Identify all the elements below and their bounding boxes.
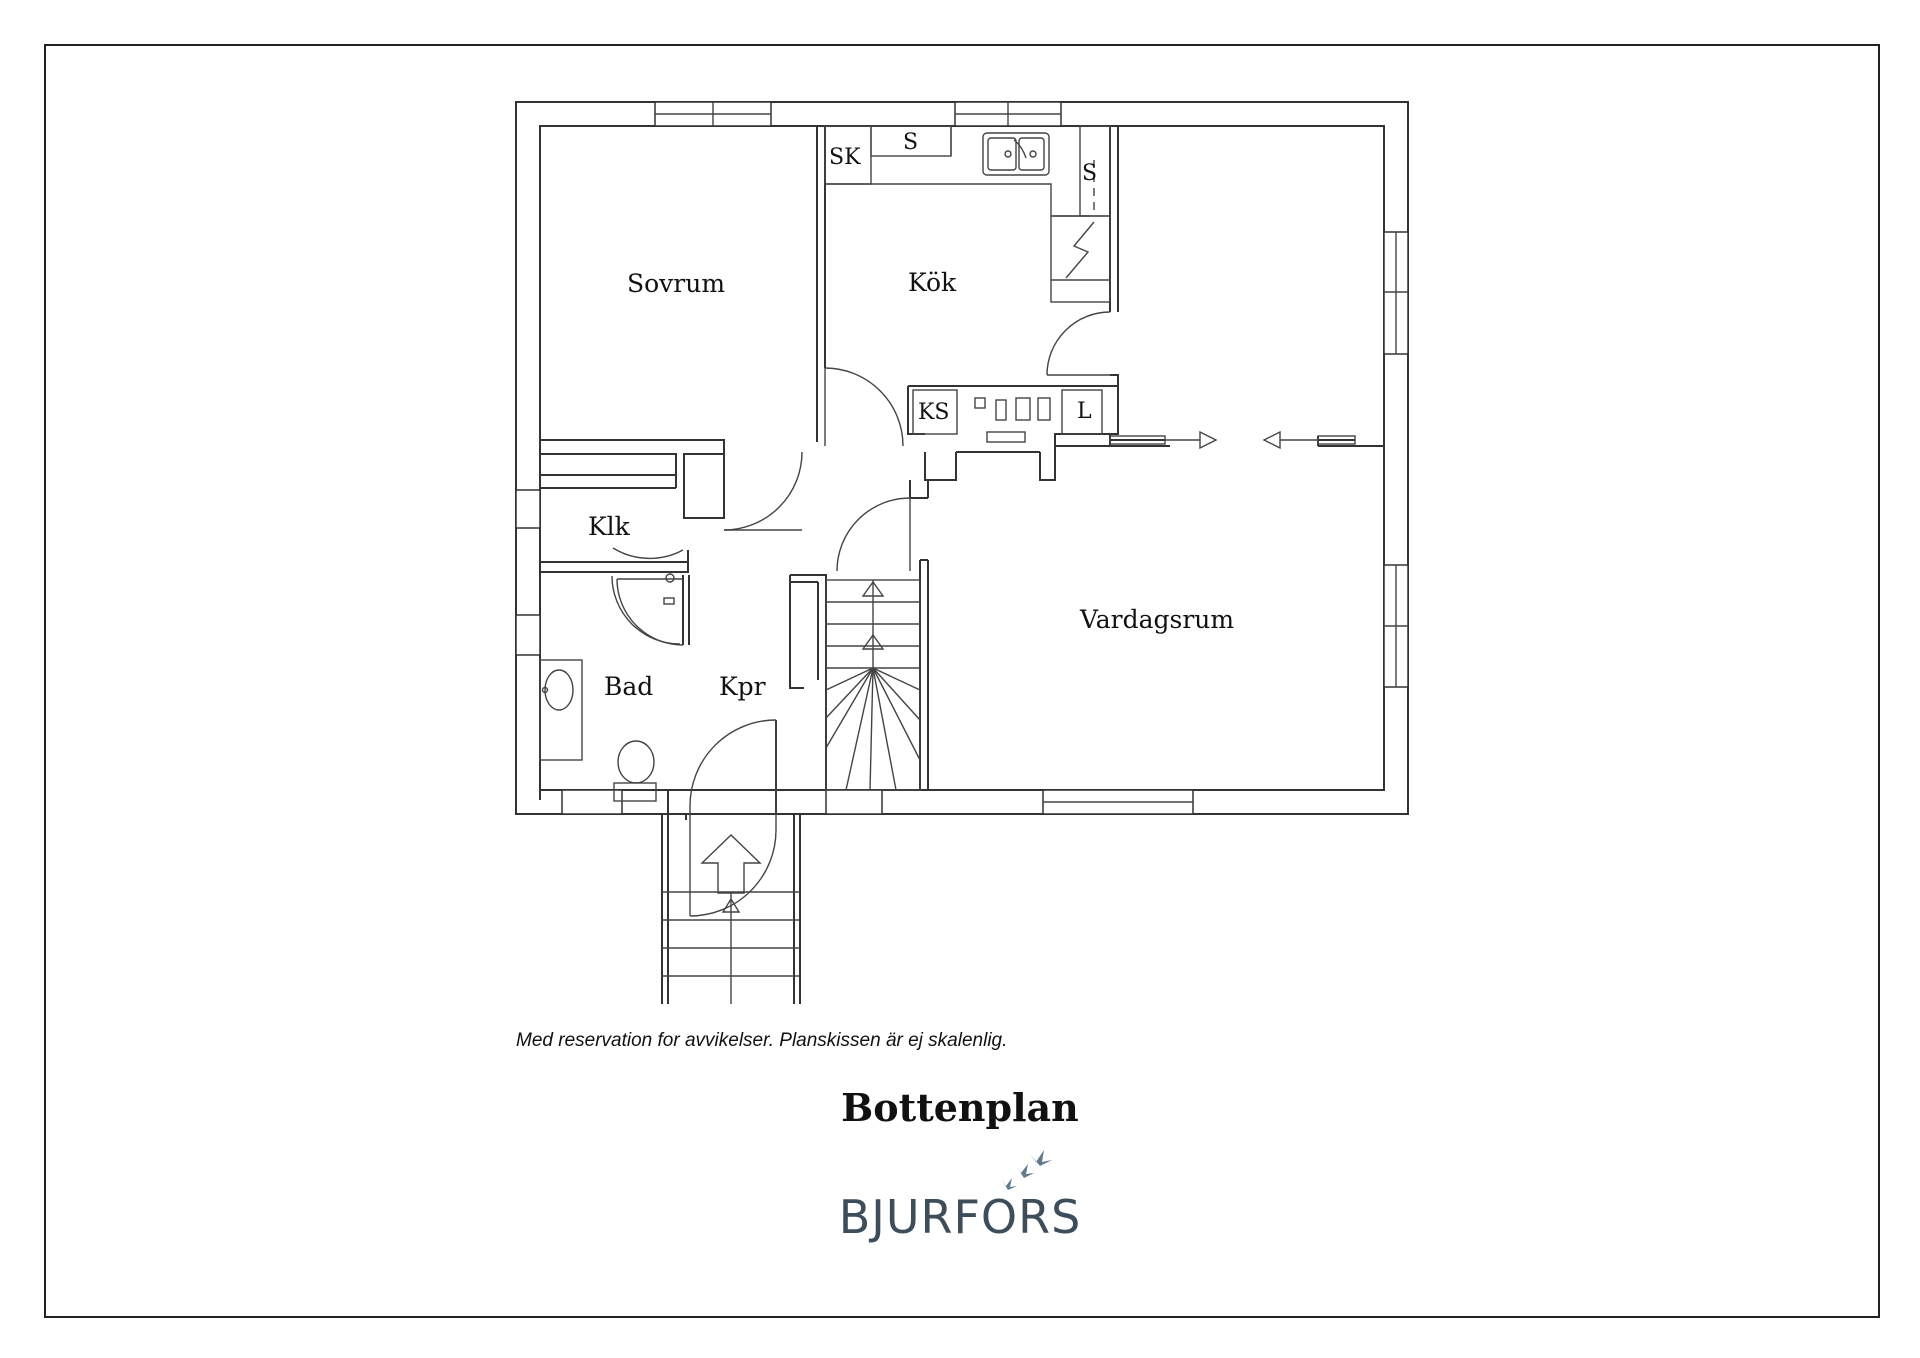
entrance-arrow-icon <box>700 834 762 913</box>
entrance-steps <box>662 891 800 1004</box>
sliding-door-arrows <box>1109 430 1356 450</box>
interior-stairs <box>825 579 921 791</box>
kitchen-counters <box>824 125 1111 443</box>
logo-birds-icon <box>1002 1150 1052 1190</box>
stove-icon <box>1065 221 1095 279</box>
label-bad: Bad <box>604 672 653 701</box>
bathroom-fixtures <box>539 573 681 802</box>
toilet-icon <box>613 740 657 802</box>
label-kpr: Kpr <box>719 672 766 701</box>
interior-walls <box>539 126 1384 1004</box>
label-vardagsrum: Vardagsrum <box>1079 605 1234 634</box>
label-s-right: S <box>1082 161 1097 186</box>
label-ks: KS <box>918 400 950 425</box>
brand-logo: BJURFORS <box>838 1190 1082 1244</box>
label-sk: SK <box>829 145 861 170</box>
disclaimer-text: Med reservation for avvikelser. Planskis… <box>516 1030 1008 1051</box>
room-labels: Sovrum Kök Vardagsrum Klk Bad Kpr SK S S… <box>588 130 1234 701</box>
label-klk: Klk <box>588 512 631 541</box>
windows <box>515 101 1409 815</box>
shower-icon <box>611 575 681 645</box>
label-kok: Kök <box>908 268 957 297</box>
outer-walls <box>515 101 1409 815</box>
stair-arrow-icon <box>861 580 885 597</box>
door-swings <box>612 311 1111 917</box>
label-sovrum: Sovrum <box>627 269 725 298</box>
label-s-top: S <box>903 130 918 155</box>
washbasin-icon <box>539 659 583 761</box>
sink-icon <box>982 132 1050 176</box>
label-l: L <box>1077 399 1092 424</box>
page-frame <box>44 44 1880 1318</box>
plan-title: Bottenplan <box>841 1085 1079 1130</box>
